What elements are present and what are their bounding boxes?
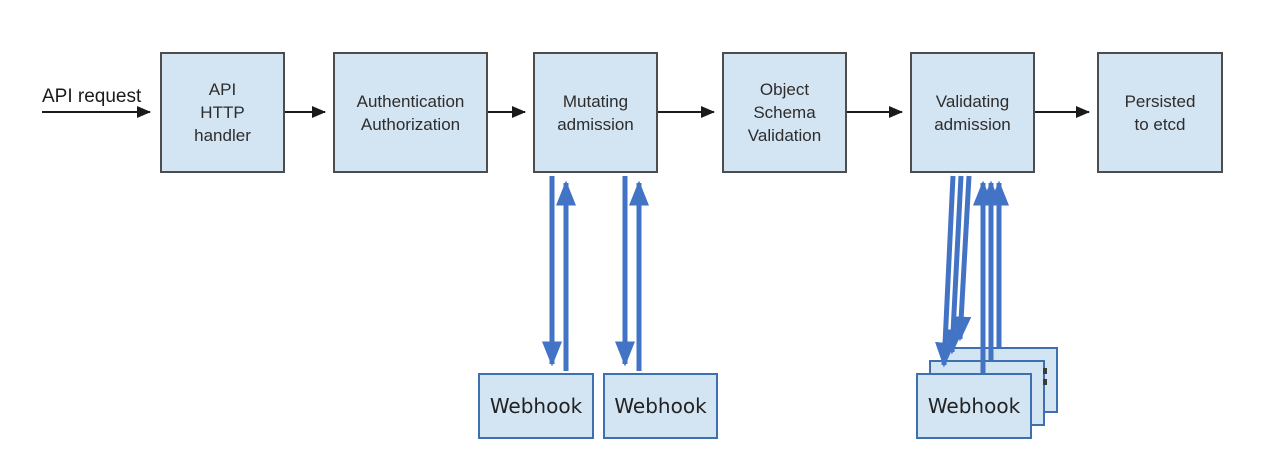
node-mutating-admission-label: Mutating admission	[557, 91, 634, 134]
arrow-validating-to-webhook-front	[935, 175, 956, 368]
node-mutating-admission: Mutating admission	[533, 52, 658, 173]
node-persisted-to-etcd: Persisted to etcd	[1097, 52, 1223, 173]
node-validating-admission: Validating admission	[910, 52, 1035, 173]
node-object-schema-validation-label: Object Schema Validation	[747, 80, 822, 145]
node-authentication-authorization-label: Authentication Authorization	[356, 91, 465, 134]
mutating-webhook-1: Webhook	[478, 373, 594, 439]
mutating-webhook-2-label: Webhook	[614, 394, 707, 418]
node-persisted-to-etcd-label: Persisted to etcd	[1124, 91, 1196, 134]
arrow-validating-to-webhook-back	[951, 175, 972, 342]
hidden-text-fragment	[1043, 368, 1047, 374]
node-authentication-authorization: Authentication Authorization	[333, 52, 488, 173]
hidden-text-fragment	[1043, 379, 1047, 385]
validating-webhook-front-label: Webhook	[927, 394, 1021, 418]
node-api-http-handler: API HTTP handler	[160, 52, 285, 173]
api-request-label: API request	[42, 86, 142, 107]
node-validating-admission-label: Validating admission	[934, 91, 1011, 134]
validating-webhook-stack-front: Webhook	[916, 373, 1032, 439]
node-api-http-handler-label: API HTTP handler	[194, 80, 251, 145]
mutating-webhook-2: Webhook	[603, 373, 718, 439]
arrow-validating-to-webhook-middle	[943, 175, 964, 355]
node-object-schema-validation: Object Schema Validation	[722, 52, 847, 173]
mutating-webhook-1-label: Webhook	[489, 394, 583, 418]
